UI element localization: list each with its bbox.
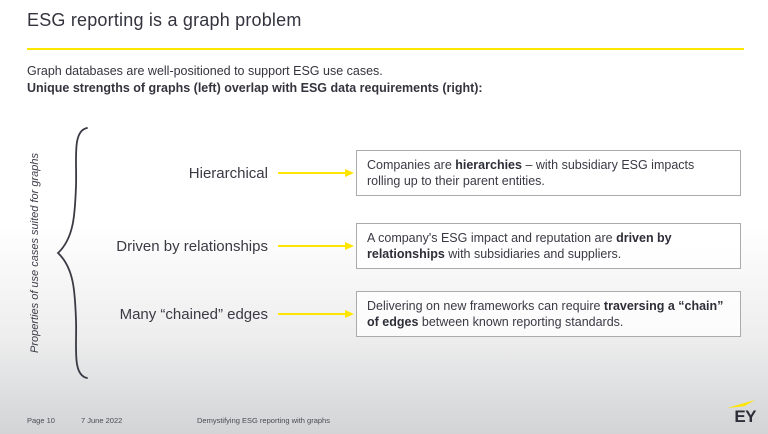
row-label: Driven by relationships xyxy=(116,237,268,255)
desc-bold: hierarchies xyxy=(455,157,522,172)
desc-text: Companies are xyxy=(367,157,456,172)
desc-text: A company's ESG impact and reputation ar… xyxy=(367,230,617,245)
title-underline xyxy=(27,48,744,50)
desc-bold: driven by relationships xyxy=(367,230,672,262)
ey-logo: EY xyxy=(718,400,756,425)
ey-beam-icon xyxy=(727,400,755,408)
strength-row-chained-edges: Many “chained” edges Delivering on new f… xyxy=(0,291,768,337)
desc-bold: traversing a “chain” of edges xyxy=(367,298,724,330)
arrow-right-icon xyxy=(278,168,354,177)
strength-row-hierarchical: Hierarchical Companies are hierarchies –… xyxy=(0,150,768,196)
footer-date: 7 June 2022 xyxy=(81,416,123,425)
intro-line-2: Unique strengths of graphs (left) overla… xyxy=(27,81,483,95)
desc-text: with subsidiaries and suppliers. xyxy=(444,247,622,261)
intro-line-1: Graph databases are well-positioned to s… xyxy=(27,64,383,78)
description-box: A company's ESG impact and reputation ar… xyxy=(356,223,741,269)
desc-text: – with subsidiary ESG impacts rolling up… xyxy=(367,157,695,189)
row-label: Many “chained” edges xyxy=(119,305,268,323)
description-box: Delivering on new frameworks can require… xyxy=(356,291,741,337)
desc-text: between known reporting standards. xyxy=(418,315,624,329)
page-number: Page 10 xyxy=(27,416,55,425)
arrow-right-icon xyxy=(278,309,354,318)
desc-text: Delivering on new frameworks can require xyxy=(367,298,604,313)
ey-logo-text: EY xyxy=(734,407,756,426)
arrow-right-icon xyxy=(278,241,354,250)
row-label: Hierarchical xyxy=(188,164,268,182)
page-title: ESG reporting is a graph problem xyxy=(27,10,302,30)
intro-text: Graph databases are well-positioned to s… xyxy=(27,63,483,97)
description-box: Companies are hierarchies – with subsidi… xyxy=(356,150,741,196)
curly-brace xyxy=(56,127,88,379)
strength-row-relationships: Driven by relationships A company's ESG … xyxy=(0,223,768,269)
slide-footer: Page 10 7 June 2022 Demystifying ESG rep… xyxy=(0,404,768,434)
footer-doc-title: Demystifying ESG reporting with graphs xyxy=(197,416,330,425)
